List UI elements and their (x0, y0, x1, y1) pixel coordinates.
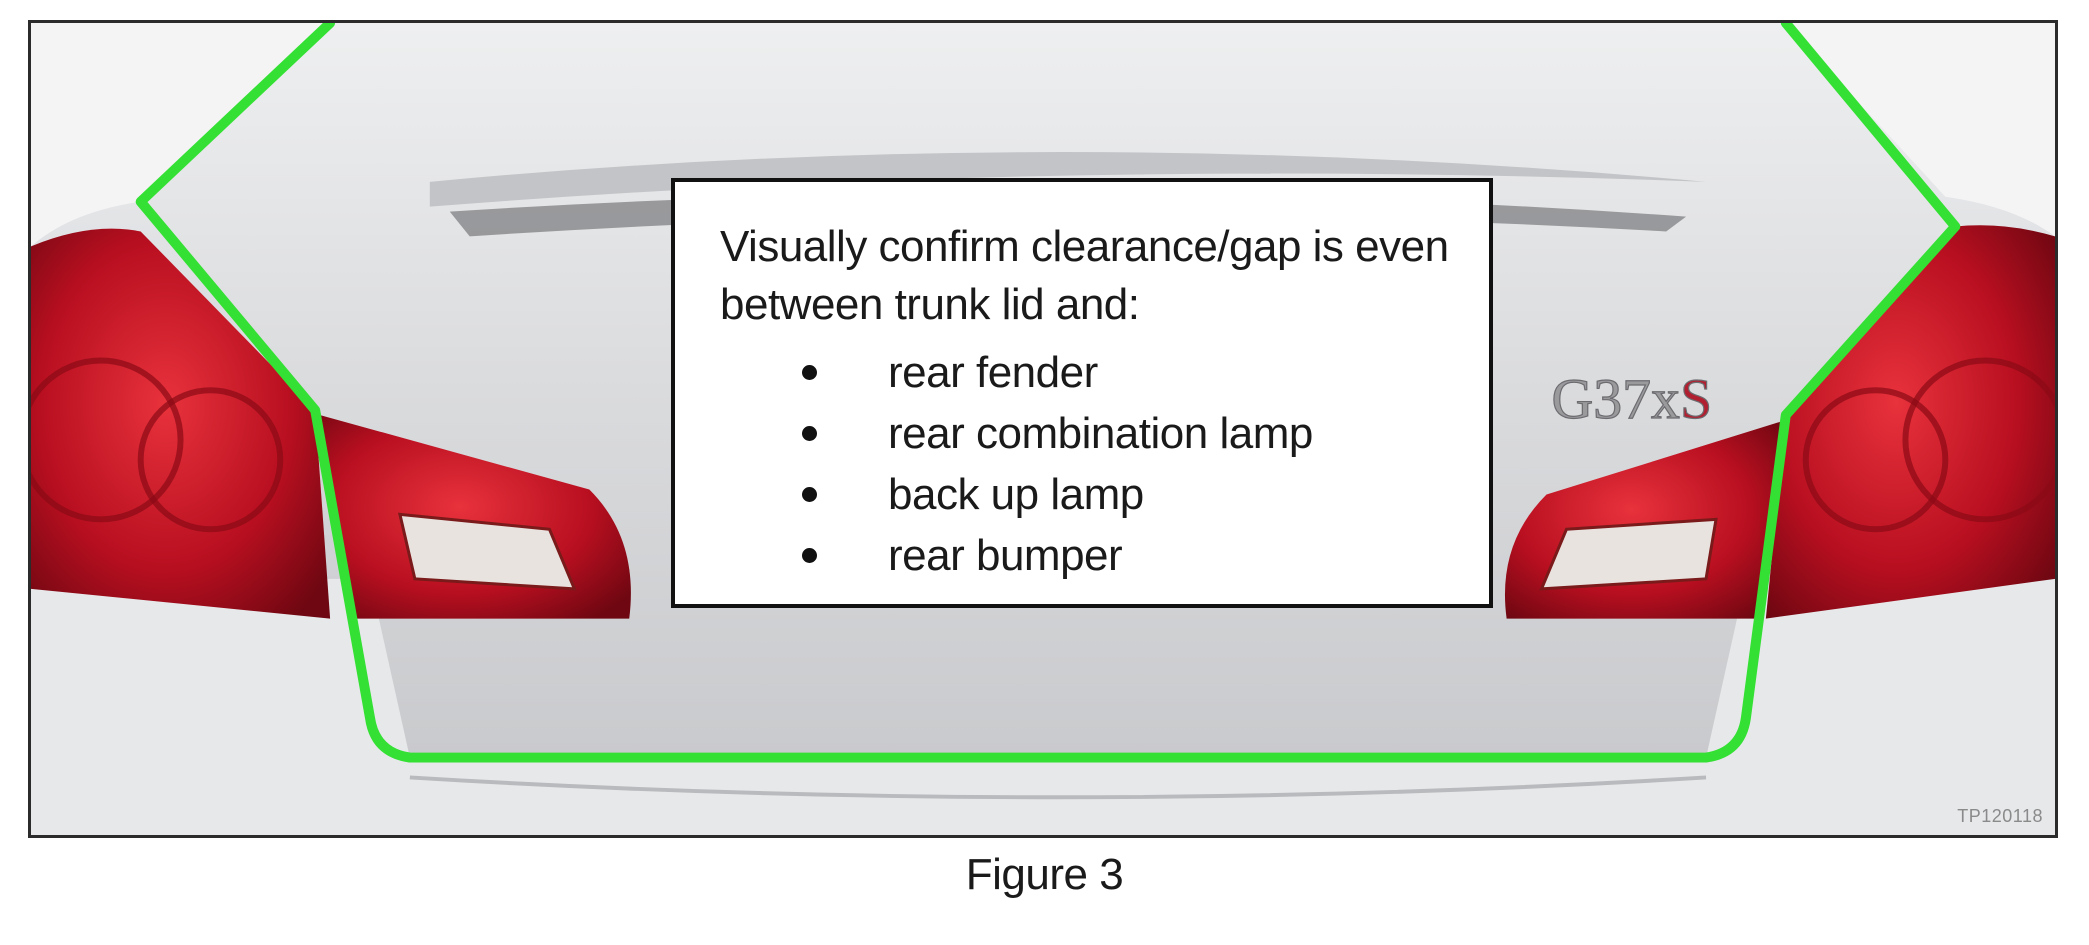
list-item-label: rear bumper (888, 531, 1123, 580)
bullet-icon (802, 365, 817, 380)
callout-list: rear fender rear combination lamp back u… (720, 342, 1489, 586)
reference-code: TP120118 (1957, 806, 2043, 826)
figure-frame: G37xS Visually confirm clearance/gap is … (28, 20, 2058, 838)
list-item: rear bumper (720, 525, 1489, 586)
list-item: rear fender (720, 342, 1489, 403)
bullet-icon (802, 487, 817, 502)
callout-text: Visually confirm clearance/gap is even b… (720, 222, 1449, 329)
model-badge: G37xS (1551, 368, 1712, 431)
clearance-outline (135, 23, 1961, 763)
list-item: back up lamp (720, 464, 1489, 525)
bullet-icon (802, 548, 817, 563)
list-item-label: rear fender (888, 348, 1098, 397)
figure-caption: Figure 3 (965, 850, 1124, 899)
list-item-label: rear combination lamp (888, 409, 1313, 458)
bullet-icon (802, 426, 817, 441)
callout-box: Visually confirm clearance/gap is even b… (671, 178, 1493, 608)
list-item: rear combination lamp (720, 403, 1489, 464)
rear-bumper (31, 578, 2055, 835)
list-item-label: back up lamp (888, 470, 1144, 519)
